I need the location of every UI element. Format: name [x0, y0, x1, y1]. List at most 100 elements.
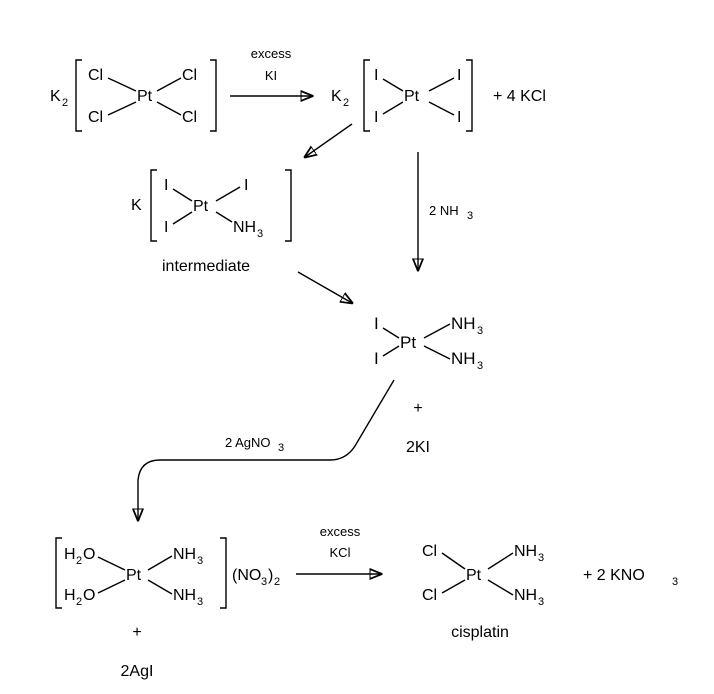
k2ptcl4-ligand-4: Cl — [182, 109, 197, 126]
aqua-counter-a: (NO — [232, 567, 261, 584]
k2pti4-prefix-sub: 2 — [343, 97, 349, 109]
k2ptcl4-prefix-sub: 2 — [62, 97, 68, 109]
k2pti4-ligand-4: I — [457, 109, 461, 126]
intermediate-label: intermediate — [162, 258, 250, 275]
bond — [172, 211, 193, 225]
k2ptcl4-ligand-2: Cl — [88, 109, 103, 126]
k2pti4-ligand-3: I — [457, 67, 461, 84]
aqua-h2o-top-h: H — [64, 546, 76, 563]
cisplatin-complex: Cl Cl Pt NH 3 NH 3 cisplatin — [422, 543, 544, 641]
ptnh3i2-nh3-top-sub: 3 — [477, 325, 483, 337]
k2pti4-metal: Pt — [404, 88, 420, 105]
intermediate-bracket-right — [285, 169, 292, 242]
bond — [428, 101, 455, 116]
aqua-counter-sub1: 3 — [261, 576, 267, 588]
intermediate-bracket-left — [150, 169, 157, 242]
cisplatin-nh3-top: NH — [514, 543, 537, 560]
k2ptcl4-ligand-3: Cl — [182, 67, 197, 84]
aqua-h2o-top-o: O — [83, 546, 95, 563]
k2ptcl4-prefix: K — [50, 88, 61, 105]
step1-reagent-bottom: KI — [265, 68, 277, 83]
bond — [172, 188, 193, 202]
intermediate-to-product-arrow — [297, 271, 352, 303]
ptnh3i2-nh3-top: NH — [451, 314, 476, 333]
cisplatin-nh3-bottom-sub: 3 — [538, 596, 544, 608]
ptnh3i2-complex: I I Pt NH 3 NH 3 — [374, 314, 483, 372]
aqua-nh3-top-sub: 3 — [197, 555, 203, 567]
cisplatin-ligand-2: Cl — [422, 587, 437, 604]
k2ptcl4-metal: Pt — [137, 88, 153, 105]
bond — [487, 552, 514, 570]
bond — [423, 323, 451, 339]
aqua-bracket-left — [55, 537, 62, 609]
bond — [97, 556, 126, 571]
aqua-bracket-right — [220, 537, 227, 609]
aqua-counter-b: ) — [268, 567, 273, 584]
bond — [487, 579, 514, 596]
ptnh3i2-nh3-bottom-sub: 3 — [477, 360, 483, 372]
intermediate-complex: K I I I NH 3 Pt intermediate — [131, 169, 292, 275]
k2pti4-ligand-1: I — [374, 67, 378, 84]
intermediate-nh3: NH — [233, 219, 256, 236]
aqua-nh3-top: NH — [173, 546, 196, 563]
kcl-step-arrow: excess KCl — [296, 524, 381, 574]
bond — [382, 345, 400, 357]
ptnh3i2-ligand-1: I — [374, 314, 379, 333]
kcl-reagent-bottom: KCl — [330, 545, 351, 560]
intermediate-ligand-3: I — [244, 177, 248, 194]
aqua-h2o-bottom-h: H — [64, 587, 76, 604]
intermediate-prefix: K — [131, 197, 142, 214]
agno3-reagent: 2 AgNO — [225, 435, 271, 450]
intermediate-nh3-sub: 3 — [257, 228, 263, 240]
arrow-curve — [138, 379, 395, 520]
aqua-h2o-bottom-o: O — [83, 587, 95, 604]
agno3-reagent-sub: 3 — [278, 442, 284, 454]
aqua-h2o-bottom-sub: 2 — [76, 596, 82, 608]
aqua-metal: Pt — [126, 567, 142, 584]
plus-2ki-text: 2KI — [406, 439, 430, 456]
intermediate-metal: Pt — [193, 198, 209, 215]
plus-2agi-text: 2AgI — [121, 663, 154, 680]
ptnh3i2-nh3-bottom: NH — [451, 349, 476, 368]
bond — [97, 579, 126, 594]
intermediate-ligand-1: I — [164, 177, 168, 194]
nh3-reagent: 2 NH — [429, 203, 459, 218]
k2pti4-prefix: K — [331, 88, 342, 105]
nh3-step-arrow: 2 NH 3 — [418, 152, 473, 270]
aqua-h2o-top-sub: 2 — [76, 555, 82, 567]
cisplatin-nh3-bottom: NH — [514, 587, 537, 604]
k2pti4-bracket-left — [363, 59, 370, 132]
k2ptcl4-bracket-left — [75, 59, 82, 132]
bond — [382, 327, 400, 339]
step1-arrow: excess KI — [230, 46, 312, 96]
plus-2ki-sign: + — [413, 400, 422, 417]
bond — [382, 78, 404, 92]
bond — [428, 77, 455, 92]
k2ptcl4-bracket-right — [210, 59, 217, 132]
aqua-counter-sub2: 2 — [274, 576, 280, 588]
cisplatin-ligand-1: Cl — [422, 543, 437, 560]
k2ptcl4-ligand-1: Cl — [88, 67, 103, 84]
bond — [107, 77, 137, 92]
bond — [215, 186, 241, 202]
bond — [441, 552, 466, 570]
bond — [147, 579, 173, 595]
plus-2agi-sign: + — [132, 624, 141, 641]
bond — [147, 555, 173, 571]
step1-reagent-top: excess — [251, 46, 292, 61]
ptnh3i2-metal: Pt — [400, 333, 416, 352]
bond — [382, 101, 404, 115]
k2ptcl4-complex: K 2 Cl Cl Cl Cl Pt — [50, 59, 217, 132]
bond — [156, 77, 182, 92]
bond — [156, 101, 182, 116]
k2pti4-ligand-2: I — [374, 109, 378, 126]
k2pti4-bracket-right — [466, 59, 473, 132]
aqua-nh3-bottom-sub: 3 — [197, 596, 203, 608]
nh3-reagent-sub: 3 — [467, 210, 473, 222]
k2pti4-complex: K 2 I I I I Pt — [331, 59, 473, 132]
agno3-step-arrow: 2 AgNO 3 — [138, 379, 395, 520]
ptnh3i2-ligand-2: I — [374, 349, 379, 368]
intermediate-ligand-2: I — [164, 219, 168, 236]
